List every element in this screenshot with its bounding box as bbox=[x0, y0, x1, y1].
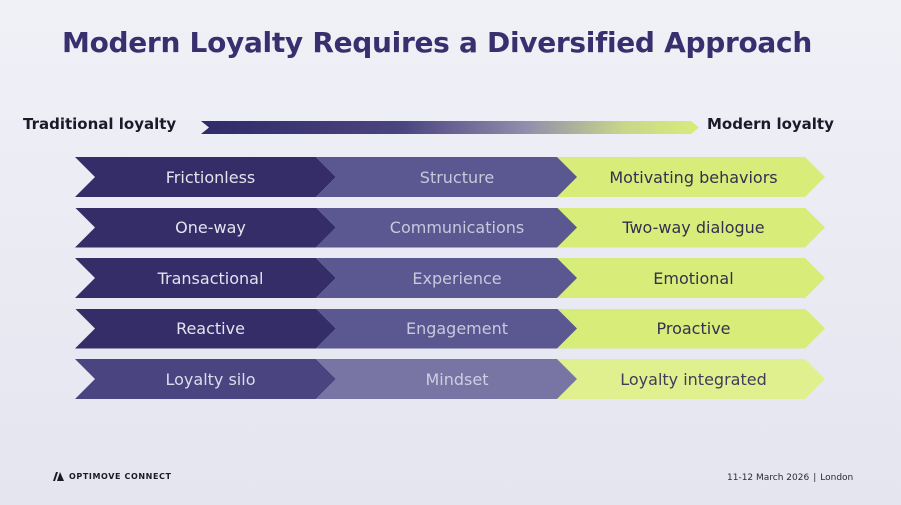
dimension-chevron: Mindset bbox=[316, 359, 578, 399]
traditional-text: Transactional bbox=[157, 268, 264, 288]
traditional-text: Reactive bbox=[176, 319, 245, 338]
dimension-chevron: Experience bbox=[316, 258, 578, 298]
comparison-row: Loyalty silo Mindset Loyalty integrated bbox=[75, 359, 825, 399]
modern-text: Two-way dialogue bbox=[622, 218, 765, 237]
comparison-row: One-way Communications Two-way dialogue bbox=[75, 207, 825, 248]
dimension-text: Communications bbox=[389, 218, 525, 237]
modern-text: Loyalty integrated bbox=[620, 369, 767, 389]
dimension-text: Engagement bbox=[405, 319, 509, 338]
dimension-text: Structure bbox=[419, 167, 495, 187]
traditional-chevron: Reactive bbox=[75, 308, 336, 349]
modern-chevron: Emotional bbox=[557, 258, 825, 298]
footer-brand: OPTIMOVE CONNECT bbox=[53, 472, 172, 481]
comparison-rows: Frictionless Structure Motivating behavi… bbox=[75, 157, 825, 410]
optimove-logo-icon bbox=[53, 472, 64, 481]
modern-loyalty-label: Modern loyalty bbox=[707, 115, 834, 133]
traditional-chevron: Frictionless bbox=[75, 157, 336, 197]
comparison-row: Reactive Engagement Proactive bbox=[75, 308, 825, 349]
traditional-chevron: One-way bbox=[75, 207, 336, 248]
event-separator: | bbox=[813, 473, 817, 483]
page-title: Modern Loyalty Requires a Diversified Ap… bbox=[62, 26, 812, 59]
traditional-chevron: Transactional bbox=[75, 258, 336, 298]
modern-text: Emotional bbox=[653, 268, 734, 288]
traditional-loyalty-label: Traditional loyalty bbox=[23, 115, 177, 133]
traditional-text: Loyalty silo bbox=[165, 369, 256, 389]
event-info: 11-12 March 2026|London bbox=[727, 473, 853, 483]
modern-chevron: Motivating behaviors bbox=[557, 157, 825, 197]
modern-text: Proactive bbox=[656, 319, 731, 338]
traditional-text: One-way bbox=[175, 218, 246, 237]
brand-name: OPTIMOVE CONNECT bbox=[69, 472, 172, 481]
dimension-text: Experience bbox=[412, 268, 502, 288]
dimension-chevron: Communications bbox=[316, 207, 578, 248]
spectrum-gradient-arrow bbox=[201, 121, 699, 134]
modern-chevron: Proactive bbox=[557, 308, 825, 349]
comparison-row: Frictionless Structure Motivating behavi… bbox=[75, 157, 825, 197]
dimension-chevron: Structure bbox=[316, 157, 578, 197]
dimension-chevron: Engagement bbox=[316, 308, 578, 349]
event-dates: 11-12 March 2026 bbox=[727, 473, 810, 483]
event-location: London bbox=[820, 473, 854, 483]
traditional-chevron: Loyalty silo bbox=[75, 359, 336, 399]
traditional-text: Frictionless bbox=[165, 167, 256, 187]
modern-text: Motivating behaviors bbox=[609, 167, 778, 187]
modern-chevron: Loyalty integrated bbox=[557, 359, 825, 399]
comparison-row: Transactional Experience Emotional bbox=[75, 258, 825, 298]
dimension-text: Mindset bbox=[425, 369, 489, 389]
modern-chevron: Two-way dialogue bbox=[557, 207, 825, 248]
